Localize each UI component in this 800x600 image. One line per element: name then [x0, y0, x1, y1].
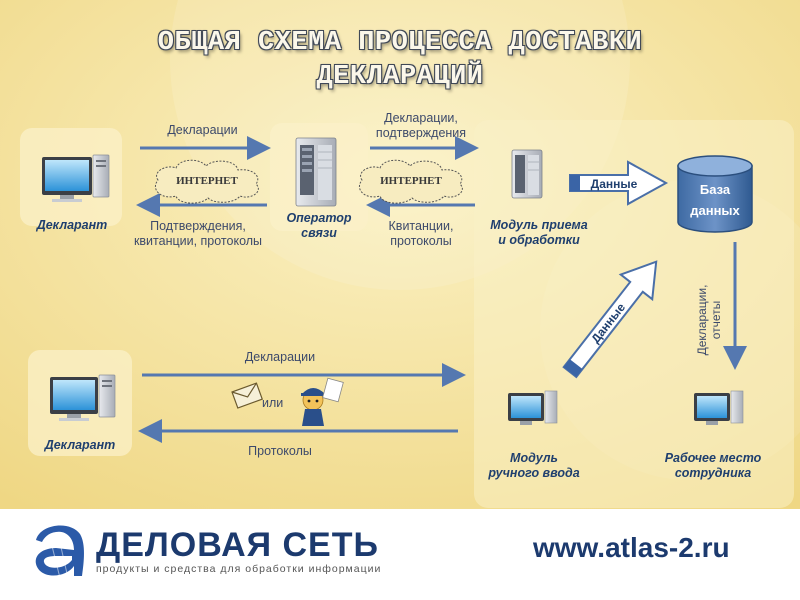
brand-tagline: продукты и средства для обработки информ…: [96, 563, 382, 575]
node-label-declarant-bottom: Декларант: [44, 438, 116, 452]
data-arrow-from-manual: Данные: [562, 260, 658, 379]
edge-label-protocols-bottom: Протоколы: [248, 444, 312, 458]
diagram-graphics: ИНТЕРНЕТ ИНТЕРНЕТ Данные Данные Декларац…: [42, 136, 753, 443]
db-to-workplace-label-1: Декларации,: [695, 285, 709, 356]
node-label-database-line-1: База: [699, 182, 731, 197]
node-label-operator-line-2: связи: [301, 226, 337, 240]
envelope-icon: [231, 382, 264, 409]
cloud-label-left: ИНТЕРНЕТ: [176, 175, 238, 187]
page-title-line-2: ДЕКЛАРАЦИЙ: [316, 62, 484, 92]
data-arrow-to-database: [569, 160, 669, 206]
node-label-operator-line-1: Оператор: [286, 211, 352, 225]
edge-label-declarations-confirmations-line-1: Декларации,: [384, 111, 458, 125]
brand-name: ДЕЛОВАЯ СЕТЬ: [96, 526, 379, 564]
footer-bar: [0, 509, 800, 600]
receiver-server-icon: [511, 149, 543, 199]
page-title-line-1: ОБЩАЯ СХЕМА ПРОЦЕССА ДОСТАВКИ: [157, 28, 643, 58]
courier-icon: [301, 377, 344, 426]
data-to-db-label: Данные: [591, 177, 638, 191]
edge-label-receipts-line-1: Квитанции,: [388, 219, 454, 233]
node-label-receiver-line-2: и обработки: [498, 233, 580, 247]
edge-label-declarations-bottom: Декларации: [244, 350, 316, 364]
node-label-manual-line-2: ручного ввода: [488, 466, 580, 480]
edge-label-declarations-top: Декларации: [167, 123, 238, 137]
internet-cloud-icon-right: [358, 159, 463, 204]
data-from-manual-label: Данные: [588, 300, 628, 346]
edge-label-confirmations-line-1: Подтверждения,: [150, 219, 246, 233]
node-label-declarant-top: Декларант: [36, 218, 108, 232]
database-cylinder-icon: [677, 155, 753, 233]
manual-input-computer-icon: [508, 390, 558, 425]
desktop-computer-icon-bottom: [50, 374, 116, 421]
node-label-workplace-line-2: сотрудника: [674, 466, 752, 480]
db-to-workplace-label-2: отчеты: [709, 301, 723, 340]
company-logo-icon: [35, 525, 84, 579]
edge-label-declarations-confirmations-line-2: подтверждения: [375, 126, 467, 140]
server-tower-icon: [295, 137, 337, 207]
node-label-manual-line-1: Модуль: [510, 451, 558, 465]
edge-label-or: или: [262, 396, 284, 410]
desktop-computer-icon: [42, 154, 110, 202]
node-label-receiver-line-1: Модуль приема: [490, 218, 588, 232]
edge-label-confirmations-line-2: квитанции, протоколы: [133, 234, 263, 248]
workplace-computer-icon: [694, 390, 744, 425]
node-label-database-line-2: данных: [690, 203, 740, 218]
cloud-label-right: ИНТЕРНЕТ: [380, 175, 442, 187]
website-link[interactable]: www.atlas-2.ru: [533, 532, 730, 563]
internet-cloud-icon-left: [154, 159, 259, 204]
node-label-workplace-line-1: Рабочее место: [664, 451, 762, 465]
edge-label-receipts-line-2: протоколы: [390, 234, 452, 248]
